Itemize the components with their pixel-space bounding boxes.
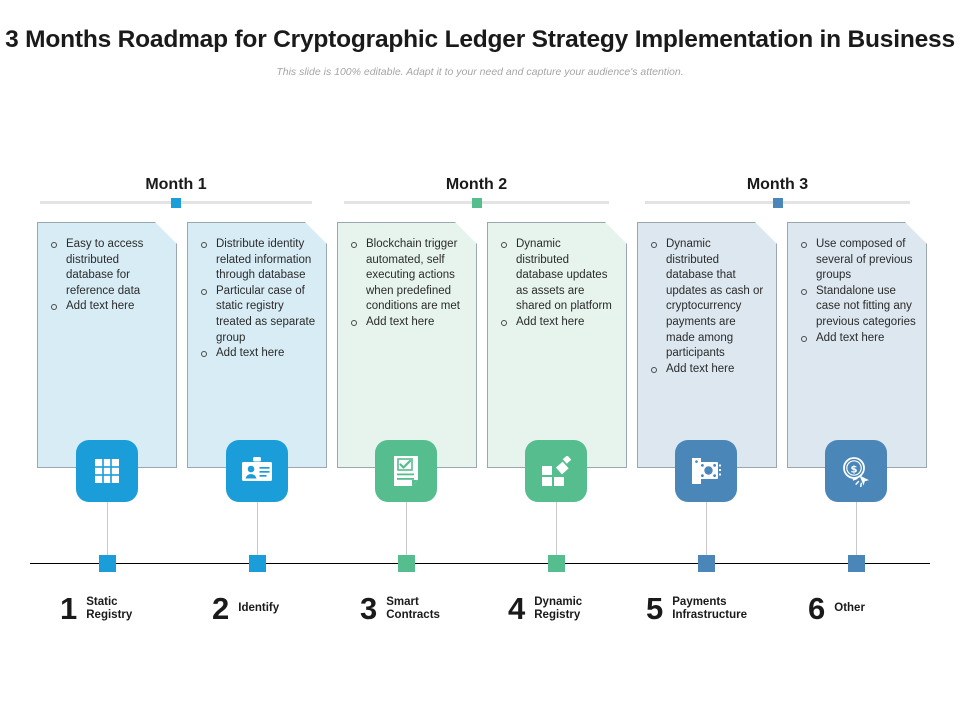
coin-cursor-icon: $ [840, 455, 872, 487]
legend-item-6: 6 Other [808, 592, 865, 626]
card-body: Blockchain trigger automated, self execu… [338, 223, 476, 337]
legend-label: Smart Contracts [386, 595, 440, 622]
list-item: Use composed of several of previous grou… [796, 237, 916, 284]
card-other: Use composed of several of previous grou… [787, 222, 927, 468]
card-payments-infrastructure: Dynamic distributed database that update… [637, 222, 777, 468]
list-item: Easy to access distributed database for … [46, 237, 166, 299]
list-item: Add text here [796, 331, 916, 347]
list-item: Add text here [46, 299, 166, 315]
card-bullet-list: Dynamic distributed database that update… [646, 237, 766, 377]
month-rule [645, 198, 910, 208]
document-check-icon [392, 455, 420, 487]
timeline-marker-4[interactable] [548, 555, 565, 572]
card-smart-contracts: Blockchain trigger automated, self execu… [337, 222, 477, 468]
card-body: Use composed of several of previous grou… [788, 223, 926, 352]
month-marker [171, 198, 181, 208]
connector-line-5 [706, 502, 707, 557]
legend-number: 5 [646, 591, 664, 626]
list-item: Standalone use case not fitting any prev… [796, 284, 916, 331]
list-item: Dynamic distributed database that update… [646, 237, 766, 362]
timeline-marker-5[interactable] [698, 555, 715, 572]
list-item: Blockchain trigger automated, self execu… [346, 237, 466, 315]
timeline-axis [30, 563, 930, 564]
legend-number: 1 [60, 591, 78, 626]
list-item: Dynamic distributed database updates as … [496, 237, 616, 315]
timeline-marker-1[interactable] [99, 555, 116, 572]
card-static-registry: Easy to access distributed database for … [37, 222, 177, 468]
month-label: Month 1 [145, 176, 207, 193]
legend-label: Static Registry [86, 595, 133, 622]
legend-item-3: 3 Smart Contracts [360, 592, 440, 626]
page-subtitle: This slide is 100% editable. Adapt it to… [276, 66, 684, 78]
list-item: Add text here [646, 362, 766, 378]
list-item: Add text here [196, 346, 316, 362]
timeline-marker-3[interactable] [398, 555, 415, 572]
card-body: Easy to access distributed database for … [38, 223, 176, 321]
page-title: 3 Months Roadmap for Cryptographic Ledge… [5, 26, 955, 53]
legend-label: Payments Infrastructure [672, 595, 748, 622]
month-header-3: Month 3 [645, 175, 910, 215]
icon-tile-dynamic-registry[interactable] [525, 440, 587, 502]
month-marker [471, 198, 482, 208]
legend-number: 6 [808, 591, 826, 626]
card-body: Distribute identity related information … [188, 223, 326, 368]
connector-line-4 [556, 502, 557, 557]
card-bullet-list: Blockchain trigger automated, self execu… [346, 237, 466, 331]
grid-icon [92, 456, 122, 486]
legend-item-5: 5 Payments Infrastructure [646, 592, 747, 626]
banknotes-icon [690, 457, 722, 485]
month-header-2: Month 2 [344, 175, 609, 215]
legend-label: Other [834, 602, 865, 615]
card-body: Dynamic distributed database that update… [638, 223, 776, 383]
svg-text:$: $ [851, 464, 858, 475]
connector-line-3 [406, 502, 407, 557]
legend-label: Dynamic Registry [534, 595, 583, 622]
legend-number: 3 [360, 591, 378, 626]
legend-number: 4 [508, 591, 526, 626]
legend-item-2: 2 Identify [212, 592, 279, 626]
card-dynamic-registry: Dynamic distributed database updates as … [487, 222, 627, 468]
month-rule [344, 198, 609, 208]
list-item: Distribute identity related information … [196, 237, 316, 284]
legend-number: 2 [212, 591, 230, 626]
connector-line-1 [107, 502, 108, 557]
icon-tile-static-registry[interactable] [76, 440, 138, 502]
timeline-marker-2[interactable] [249, 555, 266, 572]
card-bullet-list: Distribute identity related information … [196, 237, 316, 362]
legend-item-4: 4 Dynamic Registry [508, 592, 582, 626]
legend-item-1: 1 Static Registry [60, 592, 132, 626]
month-marker [772, 198, 783, 208]
month-header-1: Month 1 [40, 175, 312, 215]
card-bullet-list: Use composed of several of previous grou… [796, 237, 916, 346]
card-bullet-list: Easy to access distributed database for … [46, 237, 166, 315]
blocks-icon [540, 456, 572, 486]
icon-tile-identify[interactable] [226, 440, 288, 502]
month-label: Month 2 [445, 176, 508, 193]
card-body: Dynamic distributed database updates as … [488, 223, 626, 337]
month-label: Month 3 [746, 176, 809, 193]
card-identify: Distribute identity related information … [187, 222, 327, 468]
icon-tile-smart-contracts[interactable] [375, 440, 437, 502]
id-badge-icon [240, 456, 274, 486]
icon-tile-other[interactable]: $ [825, 440, 887, 502]
connector-line-6 [856, 502, 857, 557]
legend-label: Identify [238, 602, 280, 615]
timeline-marker-6[interactable] [848, 555, 865, 572]
list-item: Add text here [496, 315, 616, 331]
list-item: Add text here [346, 315, 466, 331]
icon-tile-payments-infrastructure[interactable] [675, 440, 737, 502]
month-rule [40, 198, 312, 208]
list-item: Particular case of static registry treat… [196, 284, 316, 346]
card-bullet-list: Dynamic distributed database updates as … [496, 237, 616, 331]
connector-line-2 [257, 502, 258, 557]
